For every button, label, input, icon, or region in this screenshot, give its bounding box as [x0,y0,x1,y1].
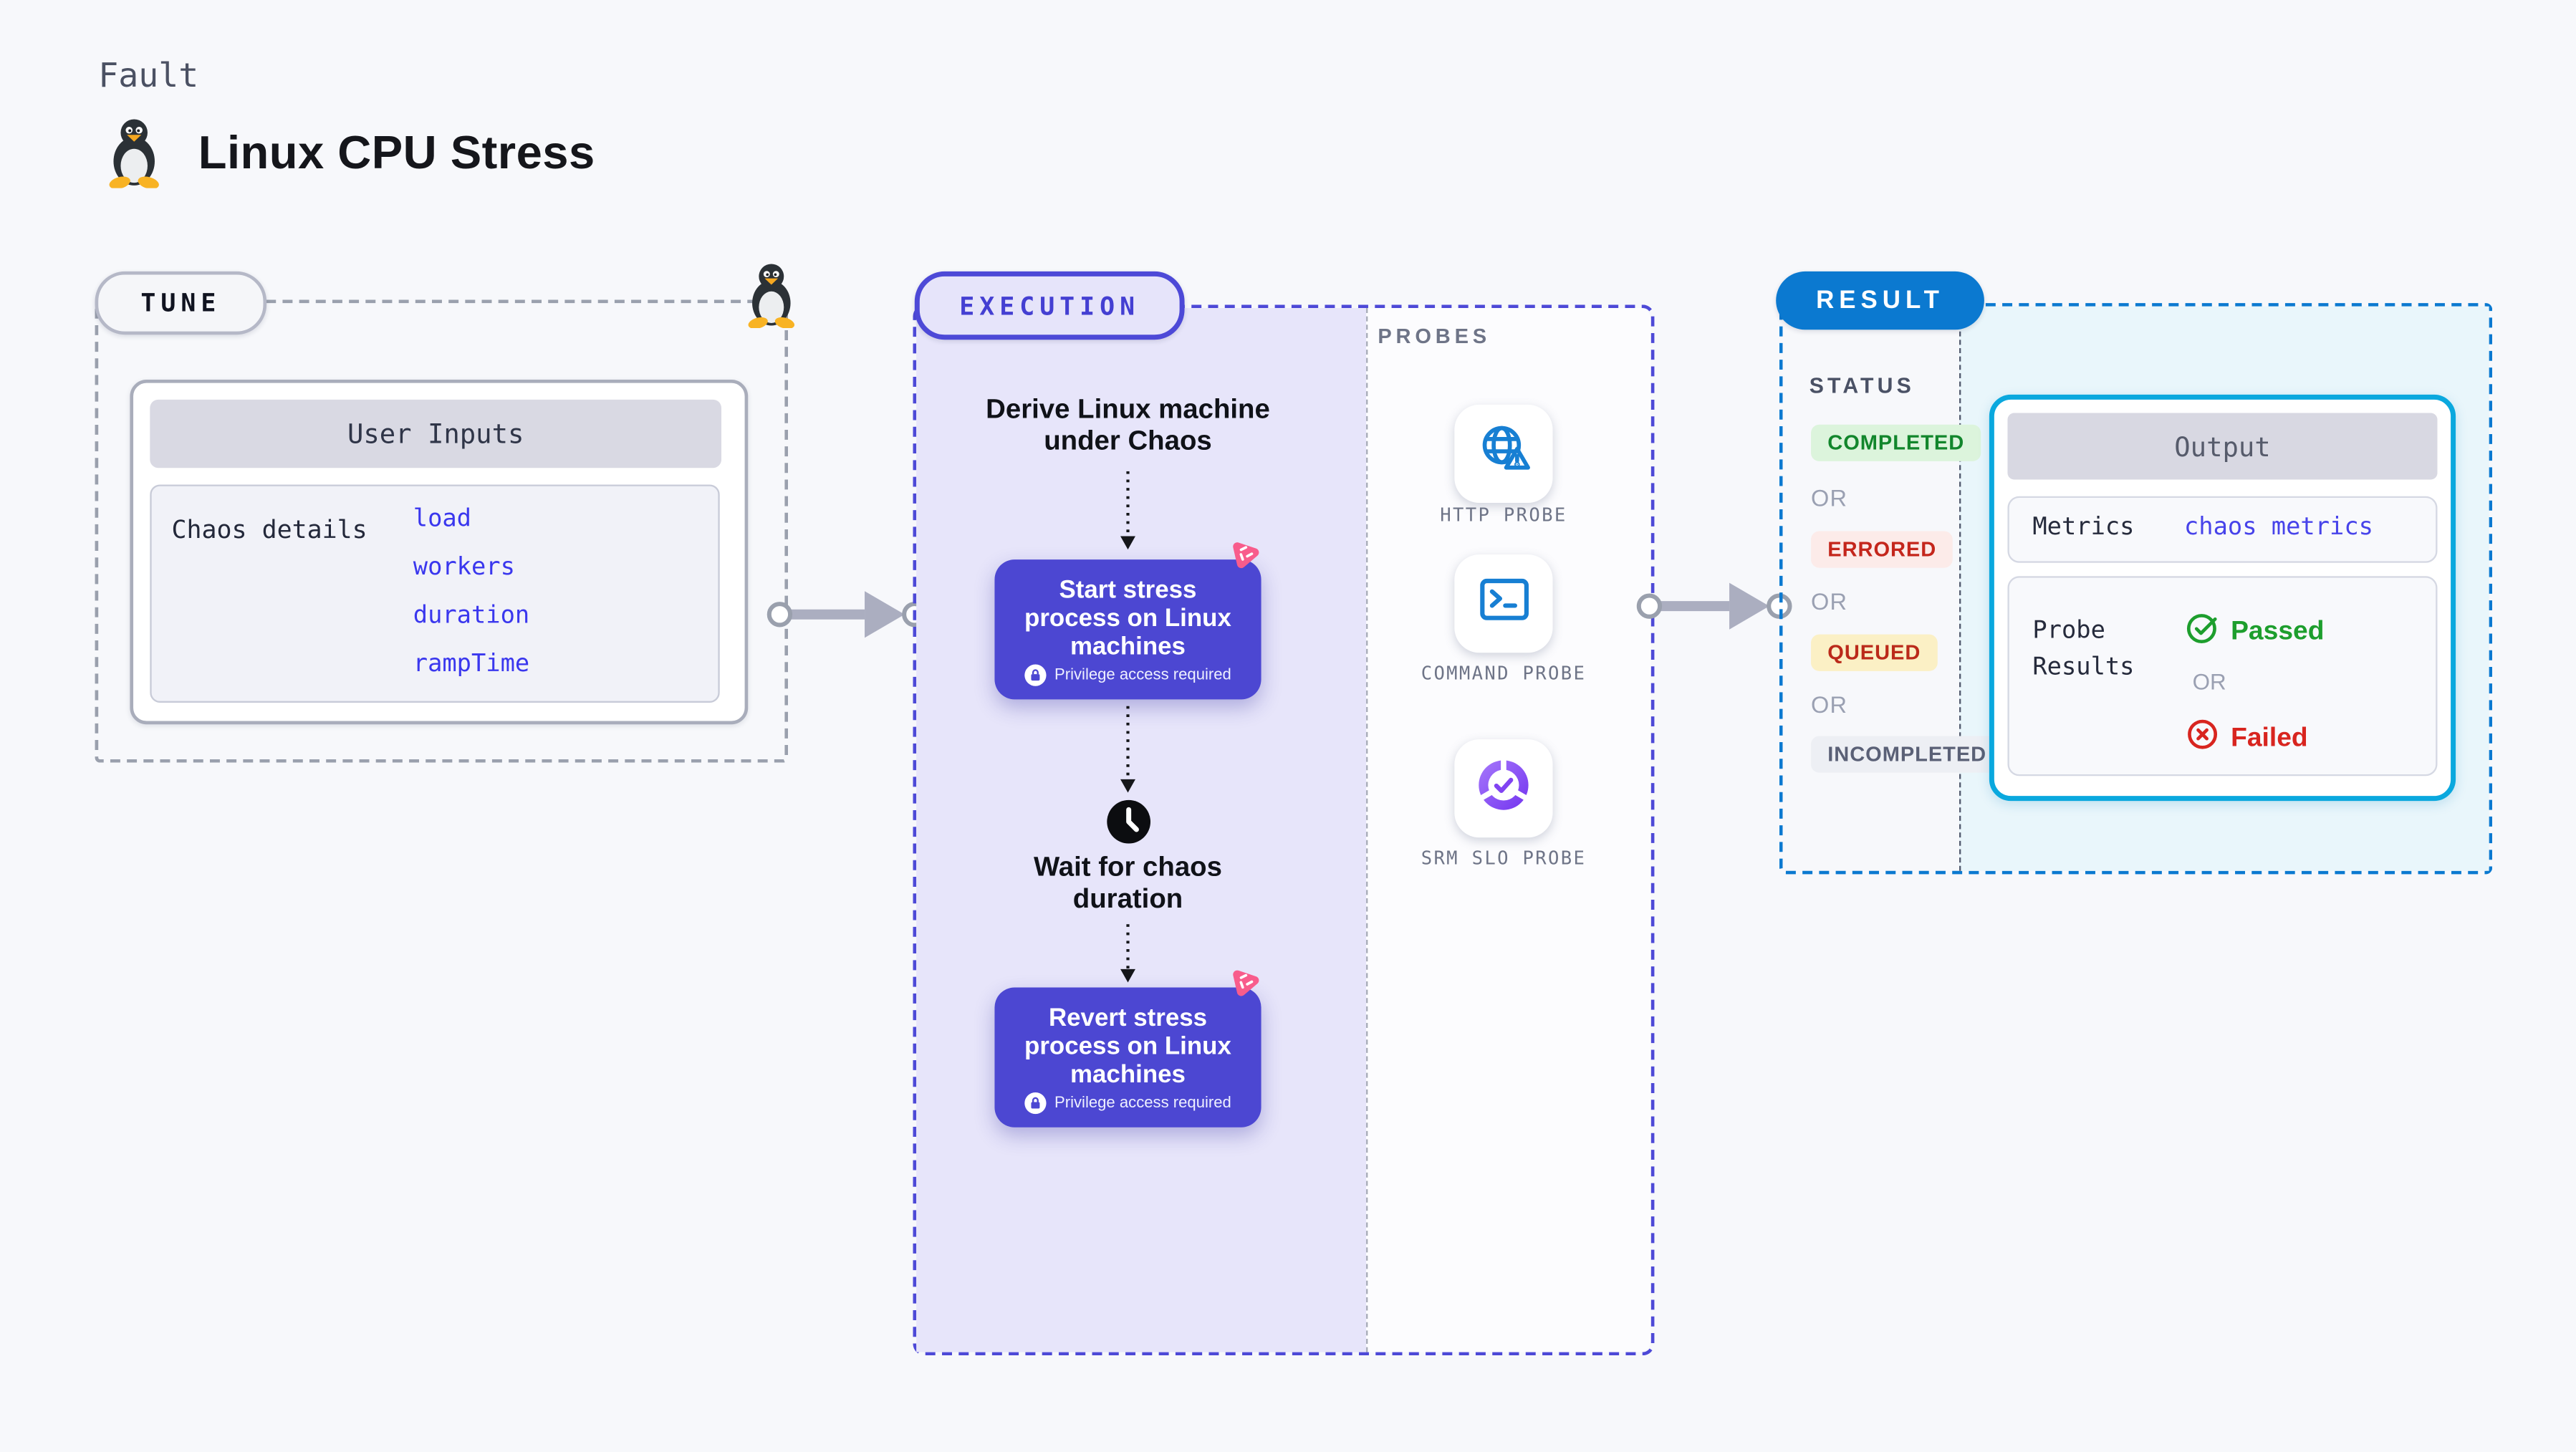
dotted-arrow-down-icon [1120,471,1135,550]
http-probe-label: HTTP PROBE [1440,504,1567,527]
status-badge-queued: QUEUED [1811,634,1938,671]
or-label: OR [1811,484,1848,511]
command-probe-card [1454,554,1553,653]
tune-badge: TUNE [95,271,267,335]
dotted-arrow-down-icon [1120,924,1135,983]
chaos-details-label: Chaos details [171,514,367,545]
wait-duration-label: Wait for chaos duration [1033,852,1222,915]
http-probe-card [1454,404,1553,504]
page-title: Linux CPU Stress [198,126,595,178]
status-heading: STATUS [1809,372,1915,398]
failed-label: Failed [2231,723,2308,752]
srm-slo-probe-label: SRM SLO PROBE [1421,847,1587,870]
user-inputs-title: User Inputs [150,399,722,468]
lock-icon [1024,664,1047,686]
clock-icon [1105,797,1153,854]
metrics-label: Metrics [2032,514,2135,542]
or-label: OR [1811,587,1848,615]
execution-section-box [913,304,1655,1356]
tux-penguin-icon [103,117,165,197]
revert-stress-node: Revert stress process on Linux machines … [994,987,1261,1128]
or-label: OR [1811,691,1848,718]
status-badge-completed: COMPLETED [1811,424,1981,461]
x-circle-icon [2186,718,2219,759]
slo-donut-icon [1473,754,1534,824]
execution-badge: EXECUTION [914,271,1185,340]
failed-result: Failed [2186,718,2308,759]
status-badge-errored: ERRORED [1811,531,1953,568]
fault-eyebrow: Fault [98,54,199,95]
dotted-arrow-down-icon [1120,706,1135,793]
probes-to-result-arrow-icon [1636,582,1792,630]
passed-result: Passed [2186,611,2324,653]
passed-label: Passed [2231,617,2325,645]
output-panel: Output Metrics chaos metrics Probe Resul… [1989,394,2456,802]
output-title: Output [2007,413,2438,480]
chaos-pink-icon [1224,962,1265,1004]
globe-alert-icon [1474,420,1534,488]
result-badge: RESULT [1776,271,1984,330]
derive-machine-label: Derive Linux machine under Chaos [986,394,1270,458]
tune-to-execution-arrow-icon [766,591,928,638]
start-stress-node: Start stress process on Linux machines P… [994,559,1261,700]
tune-section-box [95,299,789,763]
chaos-pink-icon [1224,534,1265,575]
srm-slo-probe-card [1454,739,1553,838]
check-circle-icon [2186,611,2219,653]
privilege-label: Privilege access required [1054,1094,1231,1112]
probes-heading: PROBES [1378,324,1491,348]
terminal-icon [1474,569,1534,638]
command-probe-label: COMMAND PROBE [1421,663,1587,685]
chaos-metrics-link[interactable]: chaos metrics [2183,514,2373,542]
link-duration[interactable]: duration [413,602,530,630]
start-stress-label: Start stress process on Linux machines [1024,576,1231,662]
lock-icon [1024,1092,1047,1115]
status-badge-incompleted: INCOMPLETED [1811,736,2004,773]
or-label: OR [2192,669,2226,695]
user-inputs-panel: User Inputs Chaos details load workers d… [130,380,749,725]
probe-results-row: Probe Results Passed OR F [2007,576,2438,777]
link-ramptime[interactable]: rampTime [413,650,530,678]
link-load[interactable]: load [413,506,471,533]
probe-results-label: Probe Results [2032,617,2135,681]
chaos-details-row: Chaos details load workers duration ramp… [150,484,720,703]
link-workers[interactable]: workers [413,554,515,582]
revert-stress-label: Revert stress process on Linux machines [1024,1004,1231,1090]
tux-penguin-icon [743,261,799,337]
metrics-row: Metrics chaos metrics [2007,496,2438,563]
privilege-label: Privilege access required [1054,665,1231,685]
